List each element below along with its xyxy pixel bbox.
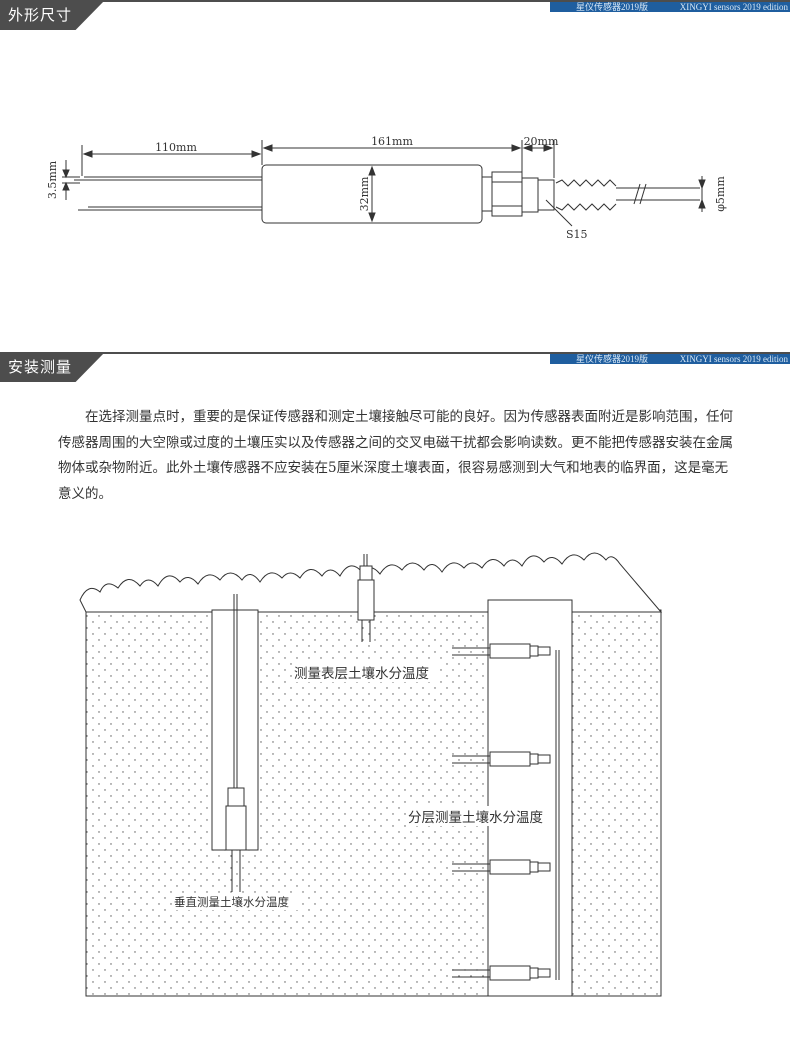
brand-strip: 星仪传感器2019版 XINGYI sensors 2019 edition <box>550 2 790 12</box>
installation-diagram: 测量表层土壤水分温度 分层测量土壤水分温度 垂直测量土壤水分温度 <box>79 552 663 997</box>
section-header-dimensions: 外形尺寸 星仪传感器2019版 XINGYI sensors 2019 edit… <box>0 0 790 30</box>
section-header-installation: 安装测量 星仪传感器2019版 XINGYI sensors 2019 edit… <box>0 352 790 382</box>
brand-en: XINGYI sensors 2019 edition <box>679 2 788 12</box>
layered-sensor <box>452 859 551 875</box>
dim-probe-length: 110mm <box>155 141 197 154</box>
strain-relief-spring <box>555 179 617 211</box>
header-rule <box>0 352 790 354</box>
dim-fitting-length: 20mm <box>524 135 559 148</box>
dim-pin-gap: 3.5mm <box>46 160 59 199</box>
vertical-sensor <box>225 805 247 851</box>
hex-fitting <box>491 171 523 217</box>
section-title: 安装测量 <box>8 358 73 376</box>
surface-sensor <box>357 579 375 621</box>
gland-nut <box>537 179 555 211</box>
section-title: 外形尺寸 <box>8 6 73 24</box>
header-tab: 外形尺寸 <box>0 0 105 30</box>
dim-thread: S15 <box>566 228 588 241</box>
label-surface: 测量表层土壤水分温度 <box>294 665 429 682</box>
brand-en: XINGYI sensors 2019 edition <box>679 354 788 364</box>
layered-pit <box>487 599 573 997</box>
layered-sensor <box>452 751 551 767</box>
brand-cn: 星仪传感器2019版 <box>576 2 649 12</box>
layered-sensor <box>452 643 551 659</box>
dim-body-length: 161mm <box>371 135 413 148</box>
installation-paragraph: 在选择测量点时，重要的是保证传感器和测定土壤接触尽可能的良好。因为传感器表面附近… <box>58 409 733 502</box>
header-rule <box>0 0 790 2</box>
dimension-drawing: 110mm 161mm 20mm 3.5mm 32mm φ5mm S15 <box>46 135 727 241</box>
header-tab: 安装测量 <box>0 352 105 382</box>
label-layered: 分层测量土壤水分温度 <box>408 809 543 826</box>
layered-sensor <box>452 965 551 981</box>
dim-body-diameter: 32mm <box>358 176 371 211</box>
brand-strip: 星仪传感器2019版 XINGYI sensors 2019 edition <box>550 354 790 364</box>
dim-cable-diameter: φ5mm <box>714 176 727 212</box>
label-vertical: 垂直测量土壤水分温度 <box>174 895 289 909</box>
brand-cn: 星仪传感器2019版 <box>576 354 649 364</box>
